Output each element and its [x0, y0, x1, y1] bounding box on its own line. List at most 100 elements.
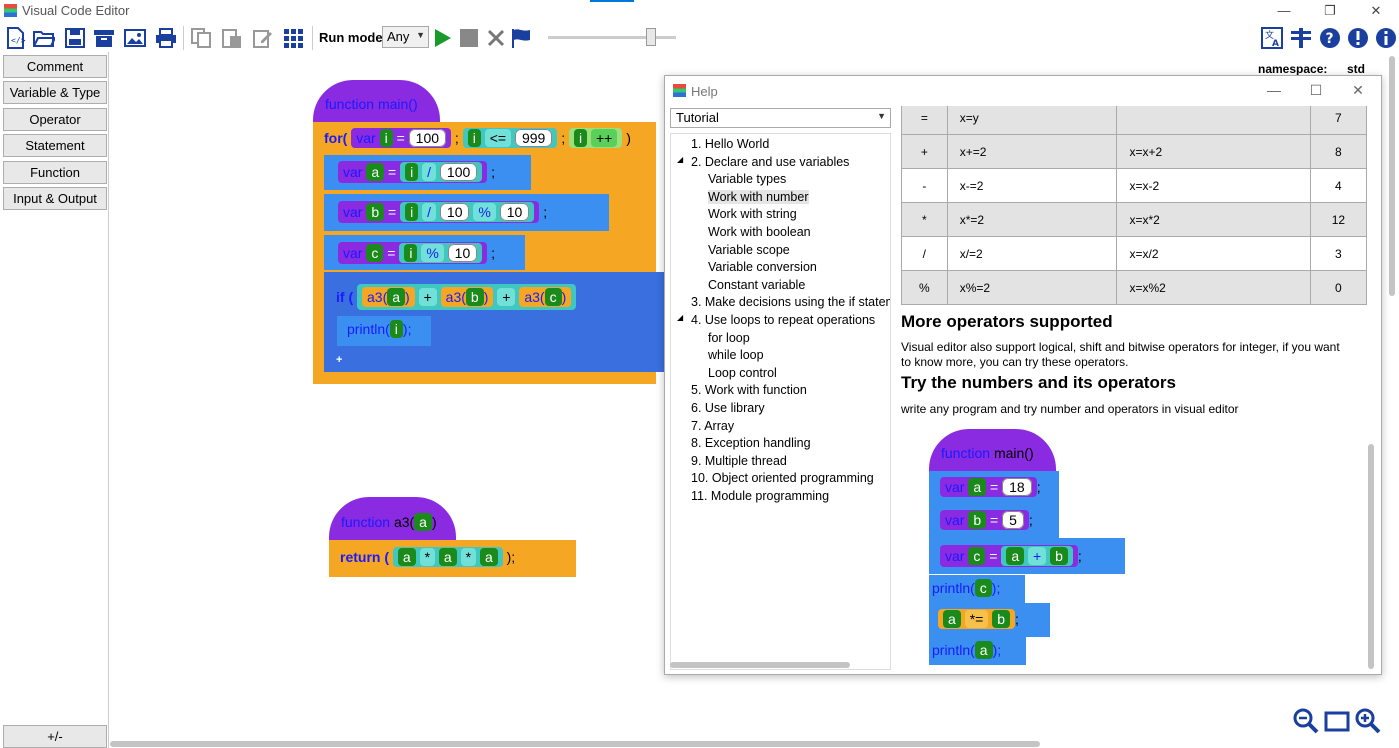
help-close-button[interactable]: ✕ — [1352, 82, 1364, 98]
grid-icon[interactable] — [281, 25, 307, 51]
tree-topic[interactable]: Variable types — [708, 172, 787, 187]
palette-function[interactable]: Function — [3, 161, 107, 184]
palette-input-output[interactable]: Input & Output — [3, 187, 107, 210]
tree-chapter[interactable]: 8. Exception handling — [691, 436, 811, 451]
new-file-icon[interactable]: </> — [2, 25, 28, 51]
speed-slider-thumb[interactable] — [646, 28, 656, 46]
minimize-button[interactable]: — — [1277, 3, 1291, 18]
table-cell: x=x-2 — [1116, 168, 1311, 203]
help-paragraph-2: write any program and try number and ope… — [901, 402, 1239, 416]
table-cell: x=y — [946, 106, 1118, 135]
tree-chapter[interactable]: 6. Use library — [691, 401, 765, 415]
restore-button[interactable]: ❐ — [1324, 3, 1336, 18]
image-icon[interactable] — [122, 25, 148, 51]
warning-icon[interactable] — [1345, 25, 1371, 51]
namespace-value[interactable]: std — [1347, 62, 1365, 76]
tree-chapter[interactable]: 11. Module programming — [691, 489, 830, 503]
palette-variable-type[interactable]: Variable & Type — [3, 81, 107, 104]
tree-topic[interactable]: for loop — [708, 330, 750, 345]
help-minimize-button[interactable]: — — [1267, 82, 1281, 98]
tree-topic[interactable]: Work with boolean — [708, 225, 811, 239]
tree-topic[interactable]: Work with number — [708, 189, 809, 204]
tree-expand-icon[interactable]: ◢ — [677, 154, 684, 164]
tree-topic[interactable]: while loop — [708, 348, 764, 363]
palette-comment[interactable]: Comment — [3, 55, 107, 78]
tree-chapter[interactable]: 5. Work with function — [691, 383, 807, 398]
tree-topic[interactable]: Work with string — [708, 207, 797, 222]
tree-chapter[interactable]: 4. Use loops to repeat operations — [691, 313, 876, 327]
add-statement-icon[interactable]: + — [336, 354, 343, 366]
archive-icon[interactable] — [91, 25, 117, 51]
example-mul-assign[interactable]: a *= b; — [929, 603, 1050, 637]
table-cell: / — [901, 236, 948, 271]
table-cell: 3 — [1309, 236, 1368, 271]
help-maximize-button[interactable]: ☐ — [1309, 82, 1323, 98]
speed-slider-track[interactable] — [548, 36, 676, 39]
title-bar: Visual Code Editor — ❐ ✕ — [0, 0, 1399, 22]
close-button[interactable]: ✕ — [1370, 3, 1382, 18]
tree-expand-icon[interactable]: ◢ — [677, 313, 684, 322]
example-var-a[interactable]: var a = 18; — [929, 471, 1059, 504]
tree-chapter[interactable]: 3. Make decisions using the if stateme — [691, 295, 891, 310]
palette-toggle-button[interactable]: +/- — [3, 725, 107, 748]
table-cell: + — [901, 134, 948, 169]
table-cell: x=x*2 — [1116, 202, 1311, 237]
open-folder-icon[interactable] — [31, 25, 57, 51]
palette-statement[interactable]: Statement — [3, 134, 107, 157]
tree-horizontal-scrollbar[interactable] — [670, 662, 850, 668]
for-increment[interactable]: i ++ — [568, 128, 623, 148]
run-mode-value: Any — [387, 29, 410, 44]
example-var-c[interactable]: var c = a + b; — [929, 538, 1125, 574]
help-content-scrollbar[interactable] — [1368, 444, 1374, 669]
clear-icon[interactable] — [483, 25, 509, 51]
palette-operator[interactable]: Operator — [3, 108, 107, 131]
save-icon[interactable] — [62, 25, 88, 51]
tree-topic[interactable]: Variable scope — [708, 242, 790, 257]
edit-icon[interactable] — [250, 25, 276, 51]
tree-topic[interactable]: Loop control — [708, 365, 777, 380]
tree-topic[interactable]: Variable conversion — [708, 260, 817, 275]
example-function-header[interactable]: function main() — [929, 429, 1056, 471]
info-icon[interactable] — [1373, 25, 1399, 51]
zoom-in-icon[interactable] — [1355, 708, 1381, 734]
tree-chapter[interactable]: 7. Array — [691, 418, 735, 433]
tree-topic[interactable]: Constant variable — [708, 277, 806, 292]
help-icon[interactable]: ? — [1317, 25, 1343, 51]
return-statement[interactable]: return ( a * a * a ); — [329, 540, 576, 577]
run-mode-select[interactable]: Any ▼ — [382, 26, 429, 48]
canvas-horizontal-scrollbar[interactable] — [110, 741, 1040, 747]
example-println-c[interactable]: println(c); — [929, 575, 1025, 603]
focus-indicator — [590, 0, 634, 2]
println-i-statement[interactable]: println(i); — [337, 316, 431, 346]
stop-icon[interactable] — [456, 25, 482, 51]
example-println-a[interactable]: println(a); — [929, 637, 1026, 665]
chevron-down-icon: ▼ — [877, 111, 886, 121]
tree-chapter[interactable]: 1. Hello World — [691, 137, 770, 151]
flag-icon[interactable] — [508, 25, 534, 51]
canvas-vertical-scrollbar[interactable] — [1389, 56, 1395, 296]
example-var-b[interactable]: var b = 5; — [929, 504, 1059, 538]
table-cell: 4 — [1309, 168, 1368, 203]
run-icon[interactable] — [429, 25, 455, 51]
paste-icon[interactable] — [219, 25, 245, 51]
tutorial-select[interactable]: Tutorial ▼ — [670, 108, 891, 128]
help-paragraph-1: Visual editor also support logical, shif… — [901, 340, 1340, 369]
table-cell: 8 — [1309, 134, 1368, 169]
zoom-fit-icon[interactable] — [1324, 708, 1350, 734]
tree-chapter[interactable]: 9. Multiple thread — [691, 453, 787, 468]
tree-chapter[interactable]: 10. Object oriented programming — [691, 471, 874, 486]
copy-icon[interactable] — [188, 25, 214, 51]
tree-chapter[interactable]: 2. Declare and use variables — [691, 154, 850, 169]
for-init[interactable]: var i = 100 — [351, 128, 452, 148]
for-condition[interactable]: i <= 999 — [462, 128, 558, 148]
zoom-out-icon[interactable] — [1293, 708, 1319, 734]
settings-icon[interactable] — [1288, 25, 1314, 51]
print-icon[interactable] — [153, 25, 179, 51]
a3-function-header[interactable]: function a3(a) — [329, 497, 456, 540]
main-function-header[interactable]: function main() — [313, 80, 440, 122]
svg-text:文: 文 — [1265, 29, 1274, 41]
